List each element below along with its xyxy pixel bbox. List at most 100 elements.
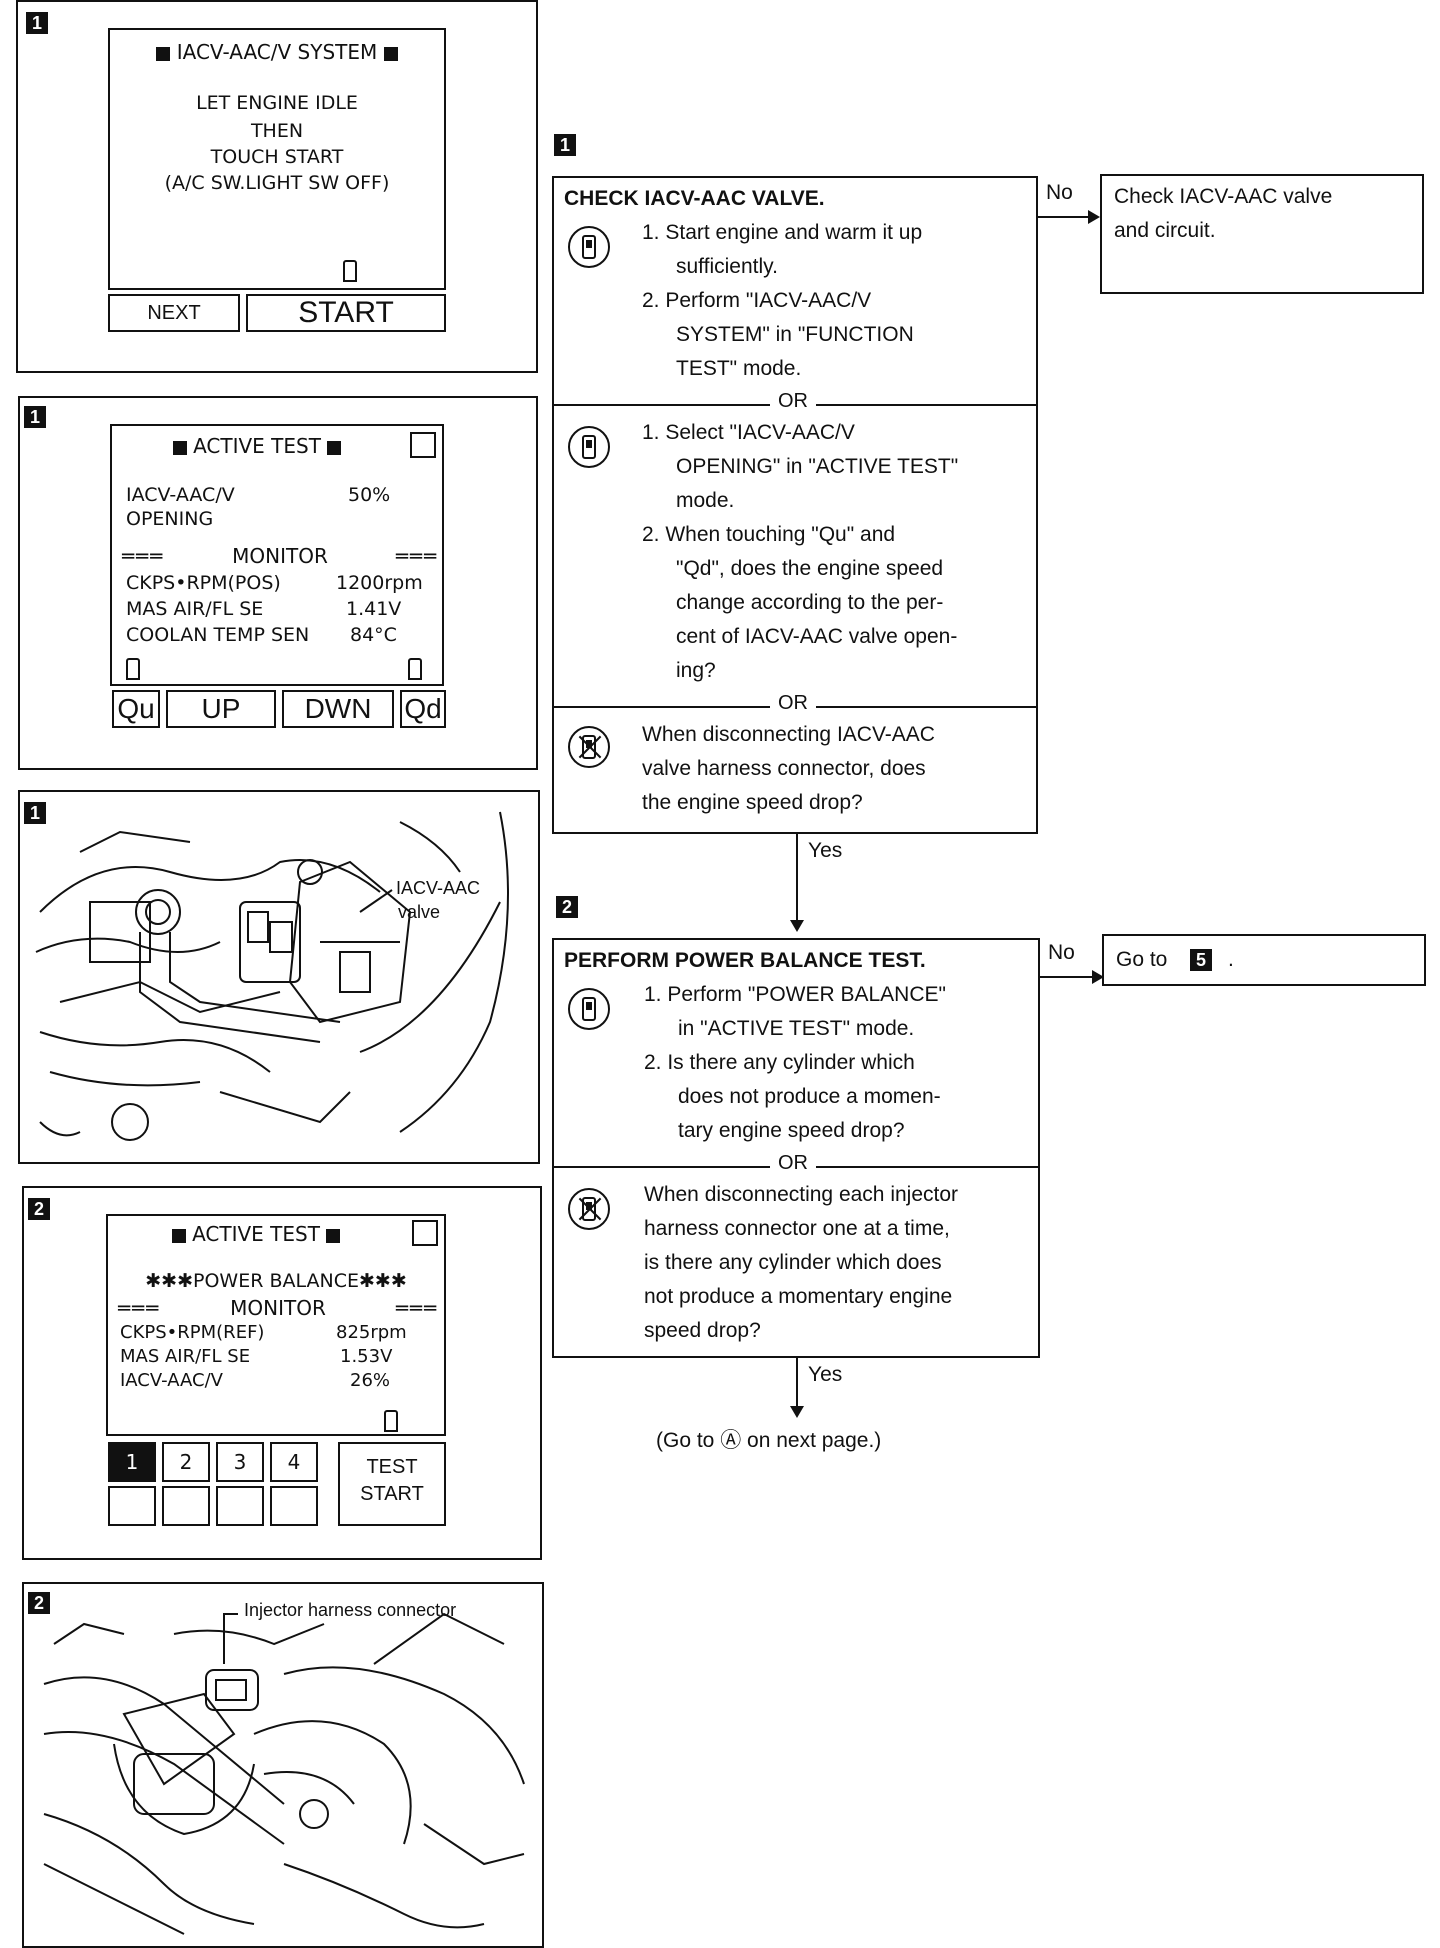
instruction-line: in "ACTIVE TEST" mode. (678, 1017, 915, 1040)
step-badge: 2 (28, 1198, 50, 1220)
check-circuit-box: Check IACV-AAC valve and circuit. (1100, 174, 1424, 294)
checkbox[interactable] (410, 432, 436, 458)
monitor-row: CKPS•RPM(REF) 825rpm (120, 1322, 407, 1343)
screen-line: (A/C SW.LIGHT SW OFF) (164, 172, 390, 194)
panel-injector-illustration: 2 Injector harness connector (22, 1582, 544, 1948)
result-line: Check IACV-AAC valve (1114, 185, 1333, 208)
instruction-line: TEST" mode. (676, 357, 802, 380)
no-tools-icon (568, 726, 610, 768)
no-label: No (1048, 941, 1075, 964)
arrow-head-icon (790, 1406, 804, 1418)
step-badge: 5 (1190, 949, 1212, 971)
qd-button[interactable]: Qd (400, 690, 446, 728)
yes-label: Yes (808, 839, 843, 862)
consult-screen: ACTIVE TEST IACV-AAC/V 50% OPENING ═══ M… (110, 424, 444, 686)
instruction-line: "Qd", does the engine speed (676, 557, 944, 580)
empty-cell-button[interactable] (108, 1486, 156, 1526)
result-line: and circuit. (1114, 219, 1216, 242)
cylinder-3-button[interactable]: 3 (216, 1442, 264, 1482)
instruction-line: harness connector one at a time, (644, 1217, 950, 1240)
instruction-line: 2. Is there any cylinder which (644, 1051, 915, 1074)
engine-illustration (35, 811, 509, 1141)
instruction-line: cent of IACV-AAC valve open- (676, 625, 958, 648)
consult-screen: ACTIVE TEST ✱✱✱POWER BALANCE✱✱✱ ═══ MONI… (106, 1214, 446, 1436)
dwn-button[interactable]: DWN (282, 690, 394, 728)
step-badge: 2 (556, 896, 578, 918)
power-balance-title: ✱✱✱POWER BALANCE✱✱✱ (145, 1270, 407, 1292)
item-label: OPENING (126, 508, 214, 530)
screen-line: TOUCH START (210, 146, 344, 168)
arrow-line (796, 834, 798, 924)
instruction-line: the engine speed drop? (642, 791, 863, 814)
empty-cell-button[interactable] (162, 1486, 210, 1526)
finger-pointer-icon (408, 658, 422, 680)
screen-header: ACTIVE TEST (108, 1222, 404, 1246)
arrow-line (796, 1358, 798, 1410)
arrow-line (1040, 976, 1096, 978)
consult-tester-icon (568, 426, 610, 468)
screen-header: IACV-AAC/V SYSTEM (110, 40, 444, 64)
next-button[interactable]: NEXT (108, 294, 240, 332)
step2-box: PERFORM POWER BALANCE TEST. 1. Perform "… (552, 938, 1040, 1358)
test-start-button[interactable]: TEST START (338, 1442, 446, 1526)
monitor-divider: ═══ MONITOR ═══ (118, 1296, 438, 1320)
empty-cell-button[interactable] (270, 1486, 318, 1526)
instruction-line: valve harness connector, does (642, 757, 926, 780)
no-tools-icon (568, 1188, 610, 1230)
start-button[interactable]: START (246, 294, 446, 332)
finger-pointer-icon (384, 1410, 398, 1432)
step-badge: 1 (24, 802, 46, 824)
step-badge: 1 (554, 134, 576, 156)
or-label: OR (770, 692, 816, 715)
monitor-divider: ═══ MONITOR ═══ (122, 544, 438, 568)
instruction-line: 1. Perform "POWER BALANCE" (644, 983, 946, 1006)
screen-header: ACTIVE TEST (112, 434, 402, 458)
step2-title: PERFORM POWER BALANCE TEST. (564, 949, 926, 972)
instruction-line: speed drop? (644, 1319, 761, 1342)
callout-label: valve (398, 902, 441, 922)
or-label: OR (770, 1152, 816, 1175)
screen-line: LET ENGINE IDLE (196, 92, 358, 114)
finger-pointer-icon (126, 658, 140, 680)
yes-label: Yes (808, 1363, 843, 1386)
arrow-line (1038, 216, 1092, 218)
finger-pointer-icon (343, 260, 357, 282)
instruction-line: mode. (676, 489, 735, 512)
panel-active-test-iacv: 1 ACTIVE TEST IACV-AAC/V 50% OPENING ═══… (18, 396, 538, 770)
instruction-line: is there any cylinder which does (644, 1251, 942, 1274)
consult-screen: IACV-AAC/V SYSTEM LET ENGINE IDLE THEN T… (108, 28, 446, 290)
step1-title: CHECK IACV-AAC VALVE. (564, 187, 825, 210)
instruction-line: tary engine speed drop? (678, 1119, 905, 1142)
qu-button[interactable]: Qu (112, 690, 160, 728)
empty-cell-button[interactable] (216, 1486, 264, 1526)
panel-iacv-system: 1 IACV-AAC/V SYSTEM LET ENGINE IDLE THEN… (16, 0, 538, 373)
arrow-head-icon (1092, 970, 1104, 984)
step-badge: 1 (24, 406, 46, 428)
instruction-line: not produce a momentary engine (644, 1285, 953, 1308)
consult-tester-icon (568, 226, 610, 268)
arrow-head-icon (1088, 210, 1100, 224)
panel-power-balance: 2 ACTIVE TEST ✱✱✱POWER BALANCE✱✱✱ ═══ MO… (22, 1186, 542, 1560)
goto-text: Go to (1116, 948, 1168, 971)
instruction-line: 2. When touching "Qu" and (642, 523, 896, 546)
cylinder-4-button[interactable]: 4 (270, 1442, 318, 1482)
instruction-line: change according to the per- (676, 591, 944, 614)
checkbox[interactable] (412, 1220, 438, 1246)
step1-box: CHECK IACV-AAC VALVE. 1. Start engine an… (552, 176, 1038, 834)
monitor-row: CKPS•RPM(POS) 1200rpm (126, 572, 423, 594)
item-label: IACV-AAC/V (126, 484, 235, 506)
instruction-line: OPENING" in "ACTIVE TEST" (676, 455, 959, 478)
arrow-head-icon (790, 920, 804, 932)
panel-iacv-valve-illustration: 1 IACV- (18, 790, 540, 1164)
next-page-link[interactable]: (Go to Ⓐ on next page.) (656, 1429, 882, 1452)
monitor-row: MAS AIR/FL SE 1.41V (126, 598, 402, 620)
cylinder-2-button[interactable]: 2 (162, 1442, 210, 1482)
monitor-row: IACV-AAC/V 26% (120, 1370, 391, 1391)
or-label: OR (770, 390, 816, 413)
instruction-line: When disconnecting each injector (644, 1183, 959, 1206)
cylinder-1-button[interactable]: 1 (108, 1442, 156, 1482)
callout-label: IACV-AAC (396, 878, 481, 898)
goto-5-box[interactable]: Go to 5 . (1102, 934, 1426, 986)
up-button[interactable]: UP (166, 690, 276, 728)
callout-label: Injector harness connector (244, 1600, 457, 1620)
